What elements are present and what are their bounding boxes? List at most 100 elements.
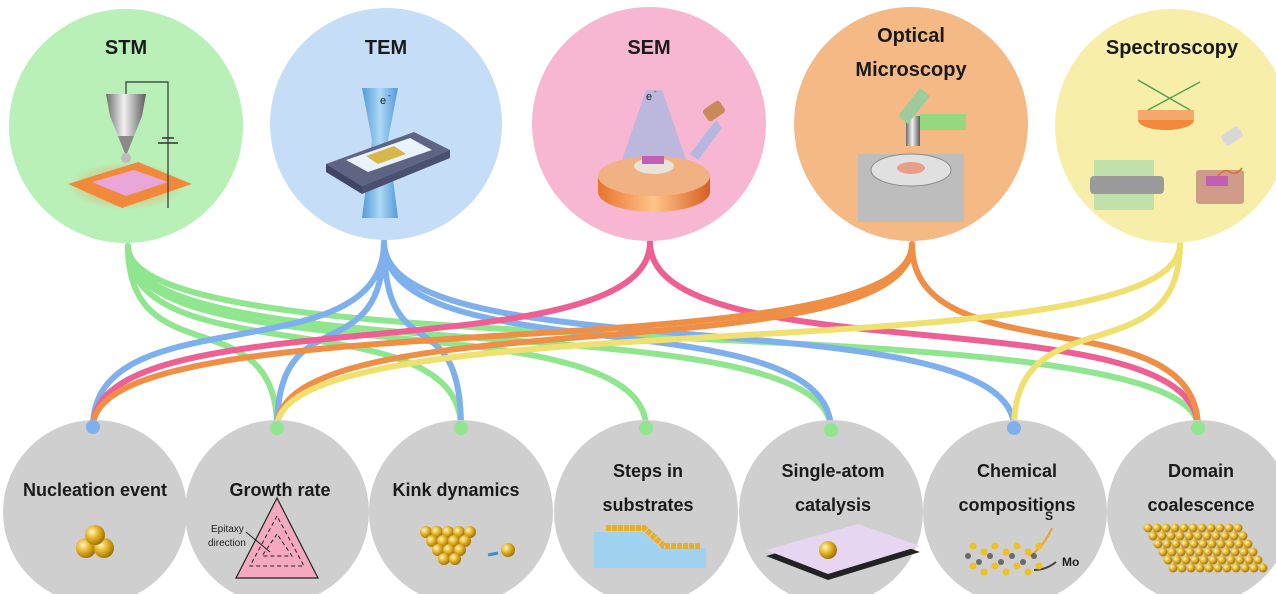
sem-detector [702,100,726,122]
domain-atom-17 [1202,531,1212,541]
domain-atom-15 [1184,531,1194,541]
chem-s-atom-top-0 [969,542,977,550]
domain-atom-23 [1162,539,1172,549]
label-single-atom-1: catalysis [795,495,871,515]
kink-atom-2 [442,526,454,538]
spec-sample [1206,176,1228,186]
growth-direction-label: direction [208,538,246,549]
domain-illustration [1143,523,1268,573]
chem-s-atom-bottom-2 [991,562,999,570]
label-stm-0: STM [105,37,147,59]
domain-atom-59 [1204,563,1214,573]
domain-atom-33 [1158,547,1168,557]
domain-atom-20 [1229,531,1239,541]
dot-domain [1191,421,1205,435]
chem-s-atom-bottom-5 [1024,568,1032,576]
stm-tip-atom [121,153,131,163]
sem-electron-sup: - [654,87,657,96]
spec-tube [1090,176,1164,194]
label-tem-0: TEM [365,37,407,59]
optical-light-beam [920,114,966,130]
label-domain-1: coalescence [1147,495,1254,515]
optical-mirror [898,88,930,124]
chemical-illustration: S Mo [965,509,1079,576]
link-tem-kink [381,239,464,431]
domain-atom-28 [1207,539,1217,549]
domain-atom-4 [1179,523,1189,533]
spec-stage-side [1138,110,1194,120]
chem-mo-atom-1 [976,559,982,565]
stm-tip [118,136,134,156]
kink-atom-8 [459,535,471,547]
domain-atom-35 [1176,547,1186,557]
circle-chemical [923,420,1107,594]
domain-atom-24 [1171,539,1181,549]
growth-triangle-mid [249,514,305,567]
nucleation-atom-3 [85,525,105,545]
domain-atom-61 [1222,563,1232,573]
kink-atom-5 [426,535,438,547]
domain-atom-6 [1197,523,1207,533]
tem-holder-side [326,164,362,194]
spec-beam-a [1137,79,1191,111]
domain-atom-29 [1216,539,1226,549]
tem-holder-front [362,150,450,194]
domain-atom-60 [1213,563,1223,573]
domain-atom-27 [1198,539,1208,549]
domain-atom-48 [1199,555,1209,565]
link-optical-nucleation [90,241,915,430]
label-single-atom-0: Single-atom [781,461,884,481]
tem-electron-sup: - [388,91,391,100]
dot-kink [454,421,468,435]
domain-atom-40 [1221,547,1231,557]
chem-s-atom-bottom-0 [969,562,977,570]
chem-mo-atom-0 [965,553,971,559]
kink-atom-3 [453,526,465,538]
optical-objective [906,116,920,146]
link-sem-domain [647,239,1201,431]
nucleation-illustration [76,525,114,558]
domain-atom-12 [1157,531,1167,541]
sem-electron-beam [620,90,688,166]
domain-atom-3 [1170,523,1180,533]
domain-atom-49 [1208,555,1218,565]
domain-atom-47 [1190,555,1200,565]
kink-atom-11 [454,544,466,556]
chem-s-atom-bottom-1 [980,568,988,576]
kink-atom-12 [438,553,450,565]
domain-atom-10 [1233,523,1243,533]
spec-emission [1217,167,1243,177]
dot-nucleation [86,420,100,434]
domain-atom-8 [1215,523,1225,533]
domain-atom-32 [1243,539,1253,549]
growth-epitaxy-arrow [245,531,271,553]
spec-source [1221,126,1243,146]
chem-s-atom-bottom-6 [1035,562,1043,570]
domain-atom-51 [1226,555,1236,565]
stm-illustration [68,81,192,210]
chem-mo-atom-6 [1031,553,1037,559]
domain-atom-42 [1239,547,1249,557]
label-optical-0: Optical [877,25,945,47]
domain-atom-41 [1230,547,1240,557]
optical-sample [897,162,925,174]
steps-illustration [594,525,706,568]
domain-atom-11 [1148,531,1158,541]
growth-triangle-outer [235,496,319,579]
spec-chamber [1196,170,1244,204]
chem-sulfur-label: S [1045,509,1053,523]
domain-atom-2 [1161,523,1171,533]
connection-dots [86,420,1205,437]
tem-sample [366,146,406,164]
single-atom-ball [819,541,837,559]
steps-film [606,525,700,549]
domain-atom-19 [1220,531,1230,541]
chem-mo-atom-5 [1020,559,1026,565]
sem-electron-label: e [646,91,652,103]
kink-atom-4 [464,526,476,538]
sem-stage-top [598,156,710,196]
chem-s-atom-bottom-3 [1002,568,1010,576]
label-growth-0: Growth rate [229,480,330,500]
domain-atom-63 [1240,563,1250,573]
label-optical-1: Microscopy [855,59,967,81]
